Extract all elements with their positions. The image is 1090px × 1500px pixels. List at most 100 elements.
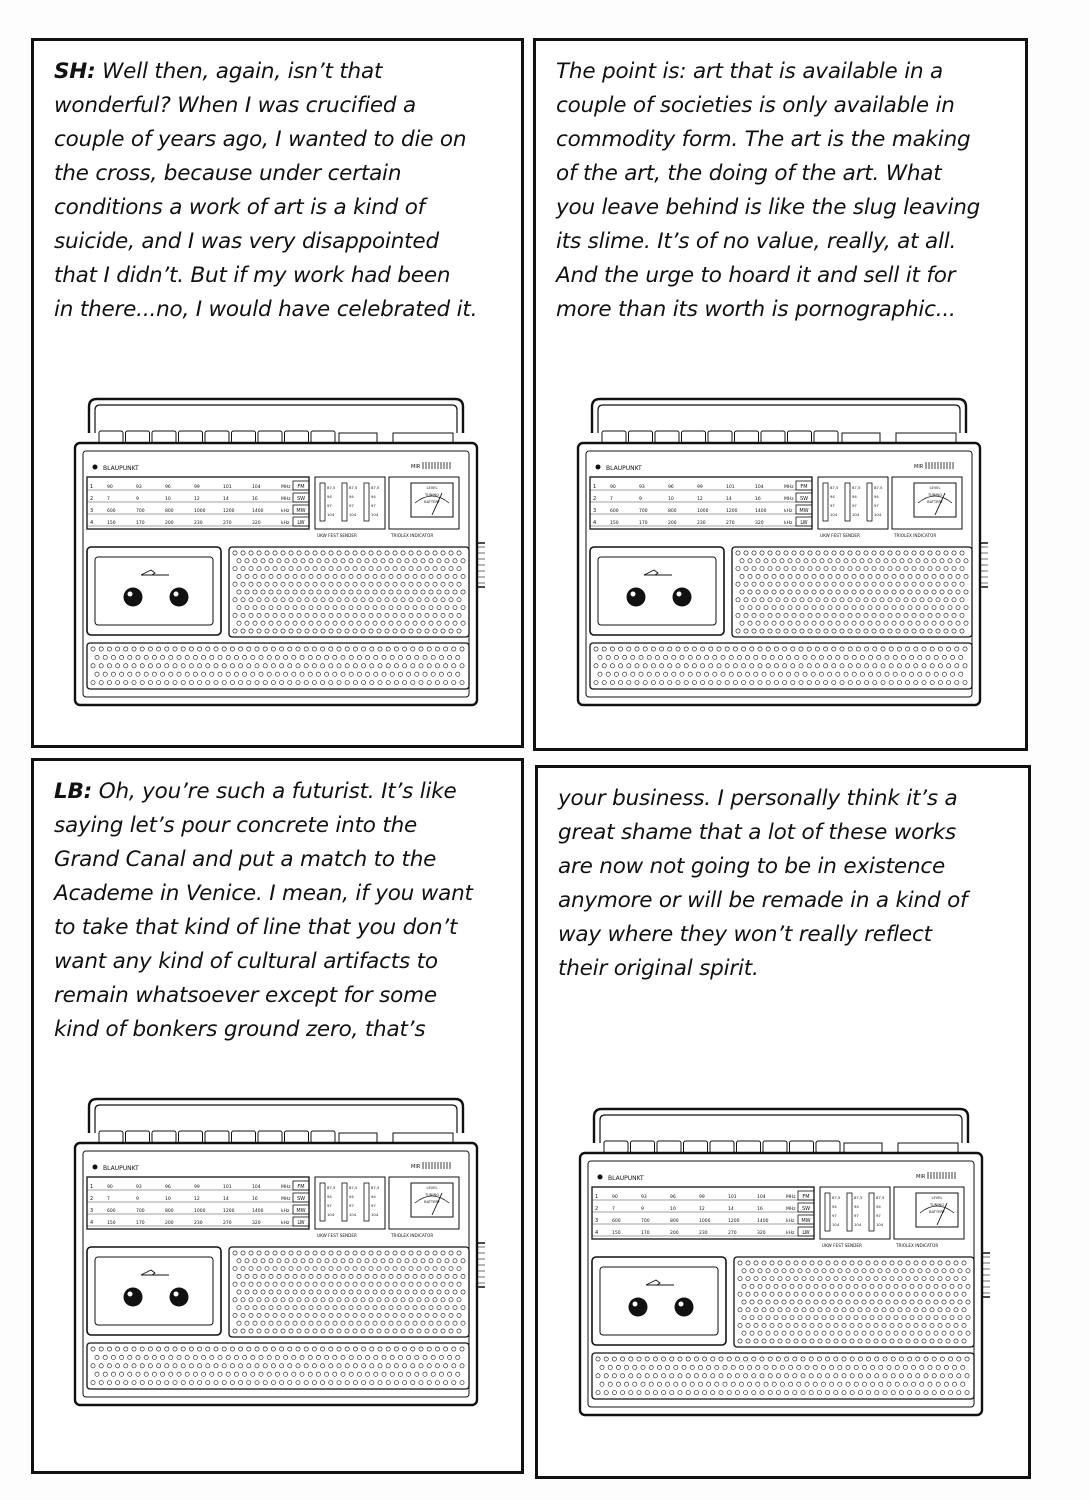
- grille-hole: [805, 1299, 811, 1305]
- grille-hole: [456, 1250, 461, 1256]
- grille-hole: [738, 1381, 744, 1387]
- grille-hole: [625, 663, 631, 669]
- grille-hole: [384, 1297, 389, 1303]
- grille-hole: [344, 1250, 349, 1256]
- grille-hole: [827, 605, 832, 610]
- grille-hole: [847, 550, 852, 556]
- brand-label: BLAUPUNKT: [606, 465, 642, 472]
- grille-hole: [853, 1381, 859, 1387]
- scale-tick-label: 9: [136, 496, 139, 502]
- grille-hole: [757, 646, 762, 652]
- grille-hole: [963, 620, 968, 626]
- grille-hole: [196, 1380, 202, 1385]
- grille-hole: [336, 550, 341, 556]
- grille-hole: [609, 646, 615, 652]
- grille-hole: [807, 597, 812, 603]
- grille-hole: [442, 1363, 448, 1369]
- grille-hole: [867, 605, 872, 610]
- grille-hole: [256, 1312, 261, 1318]
- scale-tick-label: 1000: [194, 1208, 206, 1214]
- brand-dot: [597, 1174, 603, 1180]
- grille-hole: [155, 663, 161, 669]
- grille-hole: [665, 1364, 670, 1370]
- preset-panel: [314, 1176, 385, 1230]
- grille-hole: [184, 671, 190, 677]
- grille-hole: [670, 671, 676, 677]
- reel-highlight: [127, 591, 132, 597]
- grille-hole: [180, 680, 186, 685]
- grille-hole: [658, 680, 664, 685]
- grille-hole: [418, 680, 423, 685]
- grille-hole: [921, 1322, 927, 1328]
- grille-hole: [673, 1364, 679, 1370]
- grille-hole: [213, 1380, 218, 1385]
- meter-label: BATTERY: [424, 1200, 441, 1204]
- grille-hole: [892, 671, 898, 677]
- grille-hole: [422, 671, 427, 677]
- grille-hole: [460, 573, 465, 579]
- grille-hole: [941, 1283, 947, 1289]
- grille-hole: [953, 1322, 959, 1328]
- grille-hole: [159, 671, 165, 677]
- grille-hole: [771, 605, 776, 610]
- grille-hole: [385, 1380, 391, 1385]
- preset-label: 94: [371, 1194, 376, 1199]
- grille-hole: [316, 1289, 321, 1295]
- grille-hole: [196, 663, 202, 669]
- grille-hole: [857, 1338, 863, 1344]
- grille-hole: [344, 680, 350, 685]
- grille-hole: [907, 589, 912, 595]
- scale-tick-label: MHz: [281, 1184, 291, 1190]
- grille-hole: [878, 1381, 884, 1387]
- scale-tick-label: 9: [641, 1206, 644, 1212]
- grille-hole: [871, 612, 876, 618]
- grille-hole: [761, 671, 766, 677]
- grille-hole: [360, 597, 365, 603]
- grille-hole: [749, 1330, 755, 1336]
- grille-hole: [252, 620, 257, 626]
- grille-hole: [299, 671, 304, 677]
- grille-hole: [787, 573, 792, 579]
- grille-hole: [456, 581, 461, 587]
- grille-hole: [669, 1390, 675, 1395]
- grille-hole: [814, 663, 820, 669]
- grille-hole: [830, 646, 836, 652]
- grille-hole: [295, 646, 300, 652]
- grille-hole: [644, 1356, 650, 1362]
- grille-hole: [344, 1266, 349, 1271]
- grille-hole: [915, 573, 920, 579]
- grille-hole: [368, 1328, 373, 1334]
- grille-hole: [424, 1328, 429, 1334]
- grille-hole: [803, 620, 808, 626]
- grille-hole: [416, 581, 421, 587]
- piano-key: [124, 430, 150, 444]
- grille-hole: [757, 1283, 763, 1289]
- grille-hole: [236, 1320, 241, 1326]
- grille-hole: [232, 1297, 237, 1303]
- grille-hole: [442, 680, 448, 685]
- grille-hole: [763, 1364, 769, 1370]
- grille-hole: [448, 597, 453, 603]
- grille-hole: [412, 1273, 417, 1279]
- grille-hole: [745, 1260, 751, 1266]
- grille-hole: [959, 566, 964, 571]
- scale-tick-label: kHz: [281, 508, 290, 514]
- grille-hole: [735, 612, 740, 618]
- grille-hole: [865, 1260, 871, 1266]
- grille-hole: [180, 663, 186, 669]
- grille-hole: [264, 581, 269, 587]
- grille-hole: [300, 1258, 305, 1264]
- grille-hole: [336, 1328, 341, 1334]
- grille-hole: [851, 589, 856, 595]
- grille-hole: [817, 1322, 823, 1328]
- grille-hole: [420, 1258, 425, 1264]
- piano-key: [124, 1130, 150, 1144]
- band-label: SW: [802, 1206, 810, 1212]
- grille-hole: [741, 1330, 747, 1336]
- scale-tick-label: 230: [699, 1230, 708, 1236]
- grille-hole: [360, 680, 366, 685]
- grille-hole: [745, 1291, 751, 1297]
- grille-hole: [264, 550, 269, 556]
- grille-hole: [167, 1371, 173, 1377]
- grille-hole: [440, 1250, 445, 1256]
